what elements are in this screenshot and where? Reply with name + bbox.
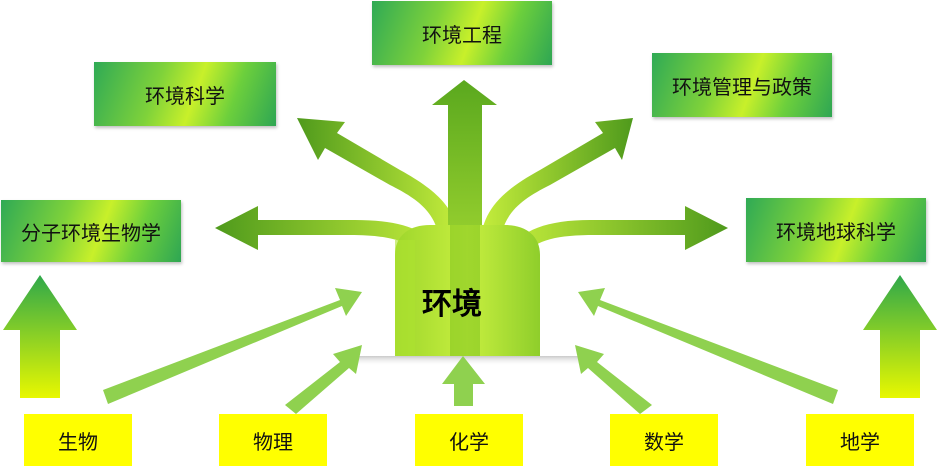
- output-engineering: 环境工程: [372, 1, 552, 65]
- side-arrow-right-up: [863, 275, 937, 398]
- output-management: 环境管理与政策: [652, 53, 832, 117]
- input-arrow-chemistry: [442, 356, 485, 406]
- branch-arrow-left: [215, 206, 448, 356]
- input-geoscience: 地学: [806, 414, 914, 466]
- input-biology: 生物: [24, 414, 132, 466]
- output-science: 环境科学: [94, 62, 276, 126]
- input-physics: 物理: [219, 414, 327, 466]
- input-arrow-math: [575, 345, 652, 414]
- output-earth-science: 环境地球科学: [746, 198, 926, 262]
- trunk-shade: [450, 225, 480, 356]
- output-molecular-biology: 分子环境生物学: [1, 200, 181, 262]
- trunk-highlight: [395, 240, 415, 356]
- input-chemistry: 化学: [415, 414, 523, 466]
- input-arrow-geoscience: [578, 288, 838, 404]
- center-label: 环境: [422, 287, 482, 322]
- branch-arrow-right: [500, 206, 728, 356]
- input-arrow-biology: [103, 288, 362, 404]
- input-arrows: [103, 288, 838, 414]
- input-arrow-physics: [285, 345, 362, 414]
- side-arrow-left-up: [3, 275, 77, 398]
- input-math: 数学: [610, 414, 718, 466]
- ground-shadow: [355, 356, 590, 366]
